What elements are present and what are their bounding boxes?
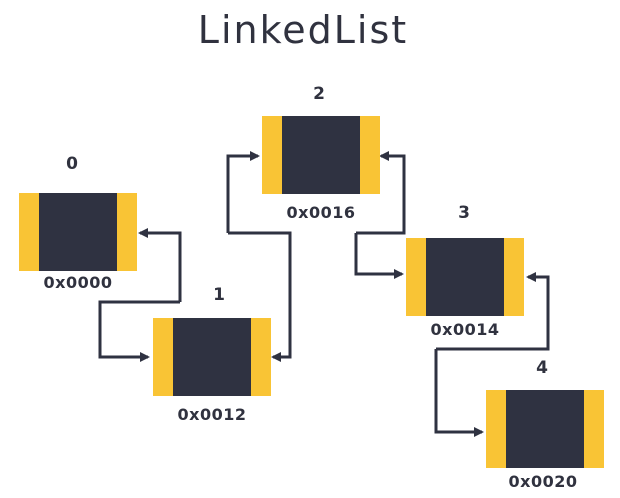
node-index-label: 0 xyxy=(66,154,78,174)
node-address-label: 0x0016 xyxy=(286,203,356,222)
link-node3-to-node4-arrow xyxy=(434,349,484,437)
node-address-label: 0x0014 xyxy=(430,320,500,339)
node-index-label: 2 xyxy=(313,84,325,104)
link-node4-to-node3-arrow xyxy=(436,272,550,351)
node-index-label: 4 xyxy=(536,358,548,378)
link-node2-to-node1-arrow xyxy=(228,231,292,362)
link-node1-to-node2-arrow xyxy=(226,151,260,233)
diagram-title: LinkedList xyxy=(197,8,409,52)
node-data-cell xyxy=(426,238,504,316)
node-index-label: 1 xyxy=(213,285,225,305)
node-data-cell xyxy=(506,390,584,468)
node-address-label: 0x0012 xyxy=(177,405,247,424)
node-data-cell xyxy=(39,193,117,271)
node-address-label: 0x0020 xyxy=(508,472,578,491)
list-node-2 xyxy=(262,116,380,194)
list-node-1 xyxy=(153,318,271,396)
node-data-cell xyxy=(173,318,251,396)
list-node-4 xyxy=(486,390,604,468)
node-data-cell xyxy=(282,116,360,194)
list-node-3 xyxy=(406,238,524,316)
list-node-0 xyxy=(19,193,137,271)
link-node2-to-node3-arrow xyxy=(354,233,404,279)
node-address-label: 0x0000 xyxy=(43,273,113,292)
node-index-label: 3 xyxy=(458,203,470,223)
link-node0-to-node1-arrow xyxy=(98,300,180,362)
link-node1-to-node0-arrow xyxy=(138,228,182,302)
link-node3-to-node2-arrow xyxy=(356,151,406,235)
